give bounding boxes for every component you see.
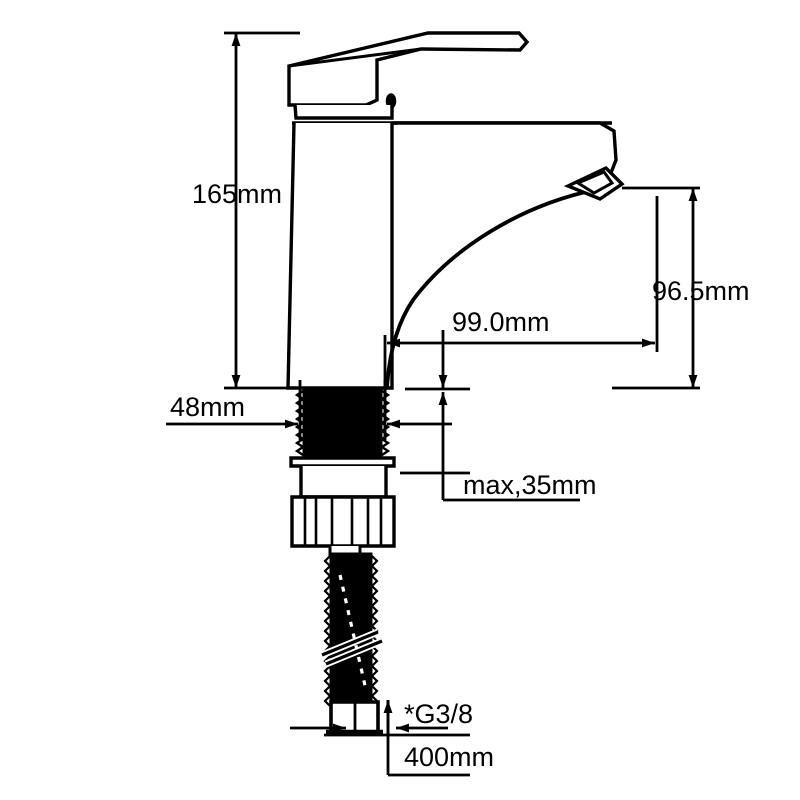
aerator (563, 165, 625, 201)
dim-label-g3-8: *G3/8 (404, 699, 473, 729)
break-symbol (320, 628, 384, 668)
hose-braid-left (323, 555, 332, 707)
dim-label-99-0mm: 99.0mm (452, 307, 550, 337)
shank (302, 388, 383, 458)
knurled-nut (290, 495, 396, 548)
dimension-lines (166, 31, 700, 777)
dim-label-165mm: 165mm (192, 179, 282, 209)
nut-collar (299, 466, 388, 499)
handle-base (293, 104, 394, 120)
hose-helix (338, 574, 368, 691)
faucet-geometry (286, 31, 625, 735)
dimension-labels: 165mm 96.5mm 99.0mm 48mm max,35mm *G3/8 … (170, 179, 750, 772)
dim-label-96-5mm: 96.5mm (652, 276, 750, 306)
body (286, 122, 394, 390)
dim-label-max-35mm: max,35mm (463, 470, 597, 500)
dim-label-400mm: 400mm (404, 742, 494, 772)
washer (289, 456, 396, 468)
dim-label-48mm: 48mm (170, 392, 245, 422)
spout-underside (385, 188, 595, 389)
